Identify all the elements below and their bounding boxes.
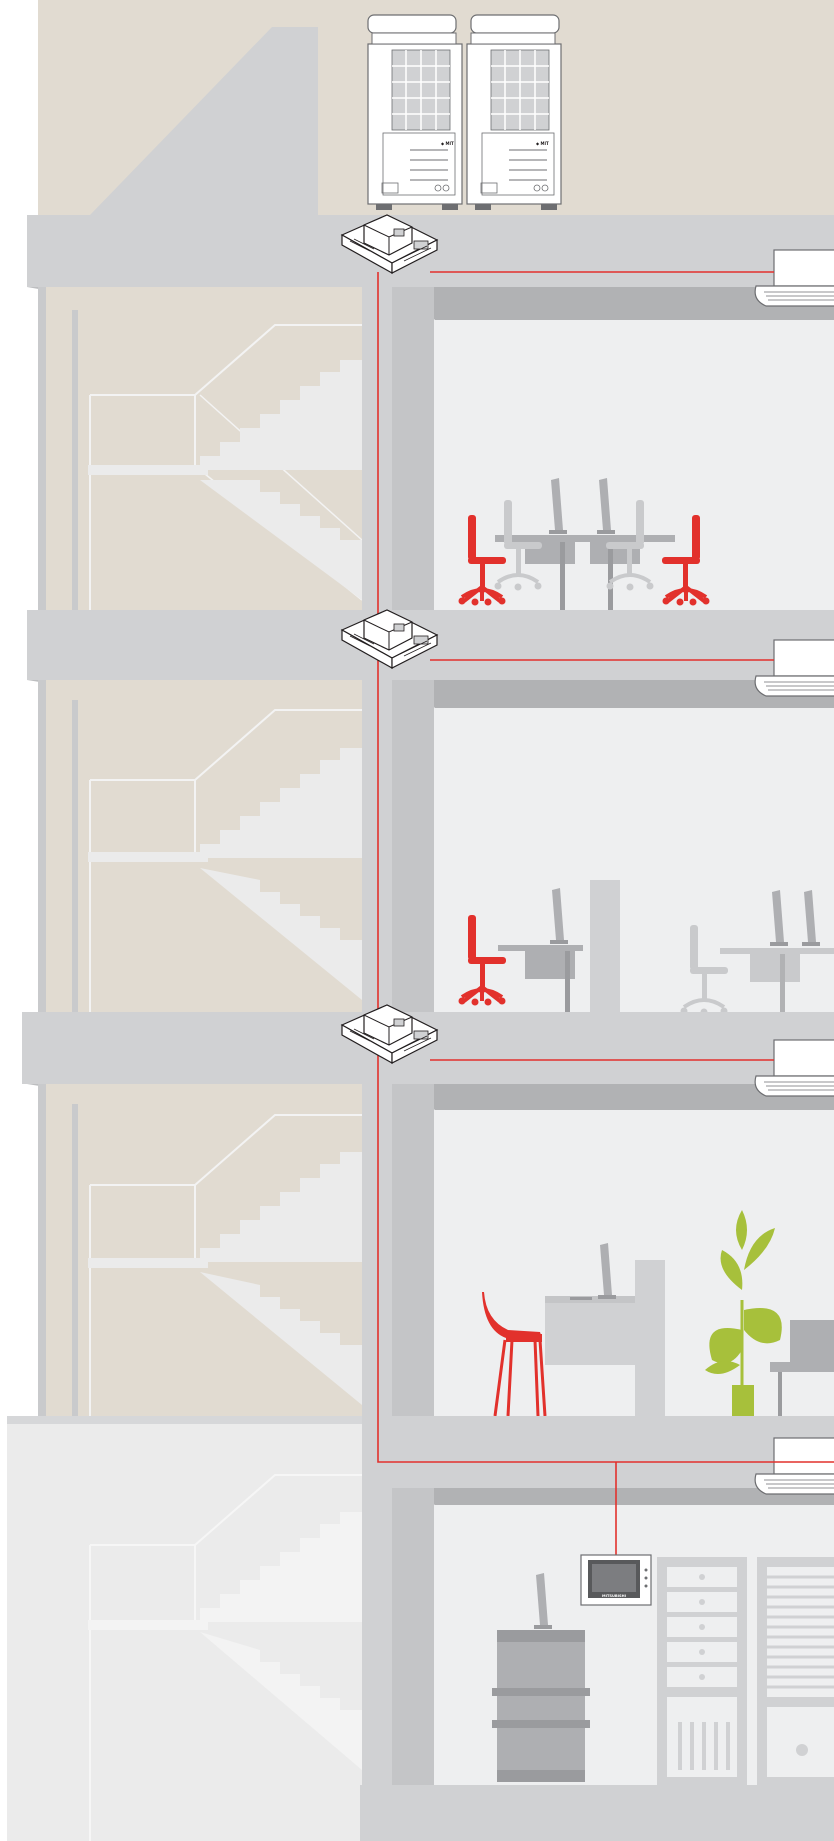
- floor-1-red-chair: [482, 1292, 547, 1417]
- refrigerant-piping: [377, 271, 834, 1555]
- floor-3-office-room: [434, 320, 834, 610]
- floor-3-meeting-table: [492, 478, 675, 610]
- floor-3: [27, 215, 834, 610]
- floor-1-desk: [545, 1243, 665, 1416]
- floor-1: [22, 1012, 834, 1417]
- floor-0: [7, 1416, 834, 1841]
- plant: [705, 1210, 782, 1416]
- outdoor-unit-2: ◆ MIT: [466, 14, 562, 210]
- server-desk: [492, 1573, 590, 1782]
- stair-shaft-roof: [90, 27, 318, 215]
- floor-1-side-table: [770, 1320, 834, 1416]
- outdoor-units: ◆ MIT ◆ MIT: [367, 14, 562, 210]
- central-controller: MITSUBISHI: [580, 1554, 652, 1606]
- controller-screen-logo: MITSUBISHI: [602, 1594, 626, 1598]
- server-rack-2: [757, 1557, 834, 1785]
- ground-floor-slab: [360, 1785, 834, 1841]
- outdoor-unit-1: ◆ MIT: [367, 14, 463, 210]
- svg-text:◆ MIT: ◆ MIT: [441, 141, 454, 146]
- floor-2-desks: [498, 880, 834, 1018]
- svg-text:◆ MIT: ◆ MIT: [536, 141, 549, 146]
- floor-3-column: [362, 287, 392, 610]
- server-rack-1: [657, 1557, 747, 1785]
- floor-2: [27, 610, 834, 1018]
- floor-1-slab: [22, 1012, 834, 1084]
